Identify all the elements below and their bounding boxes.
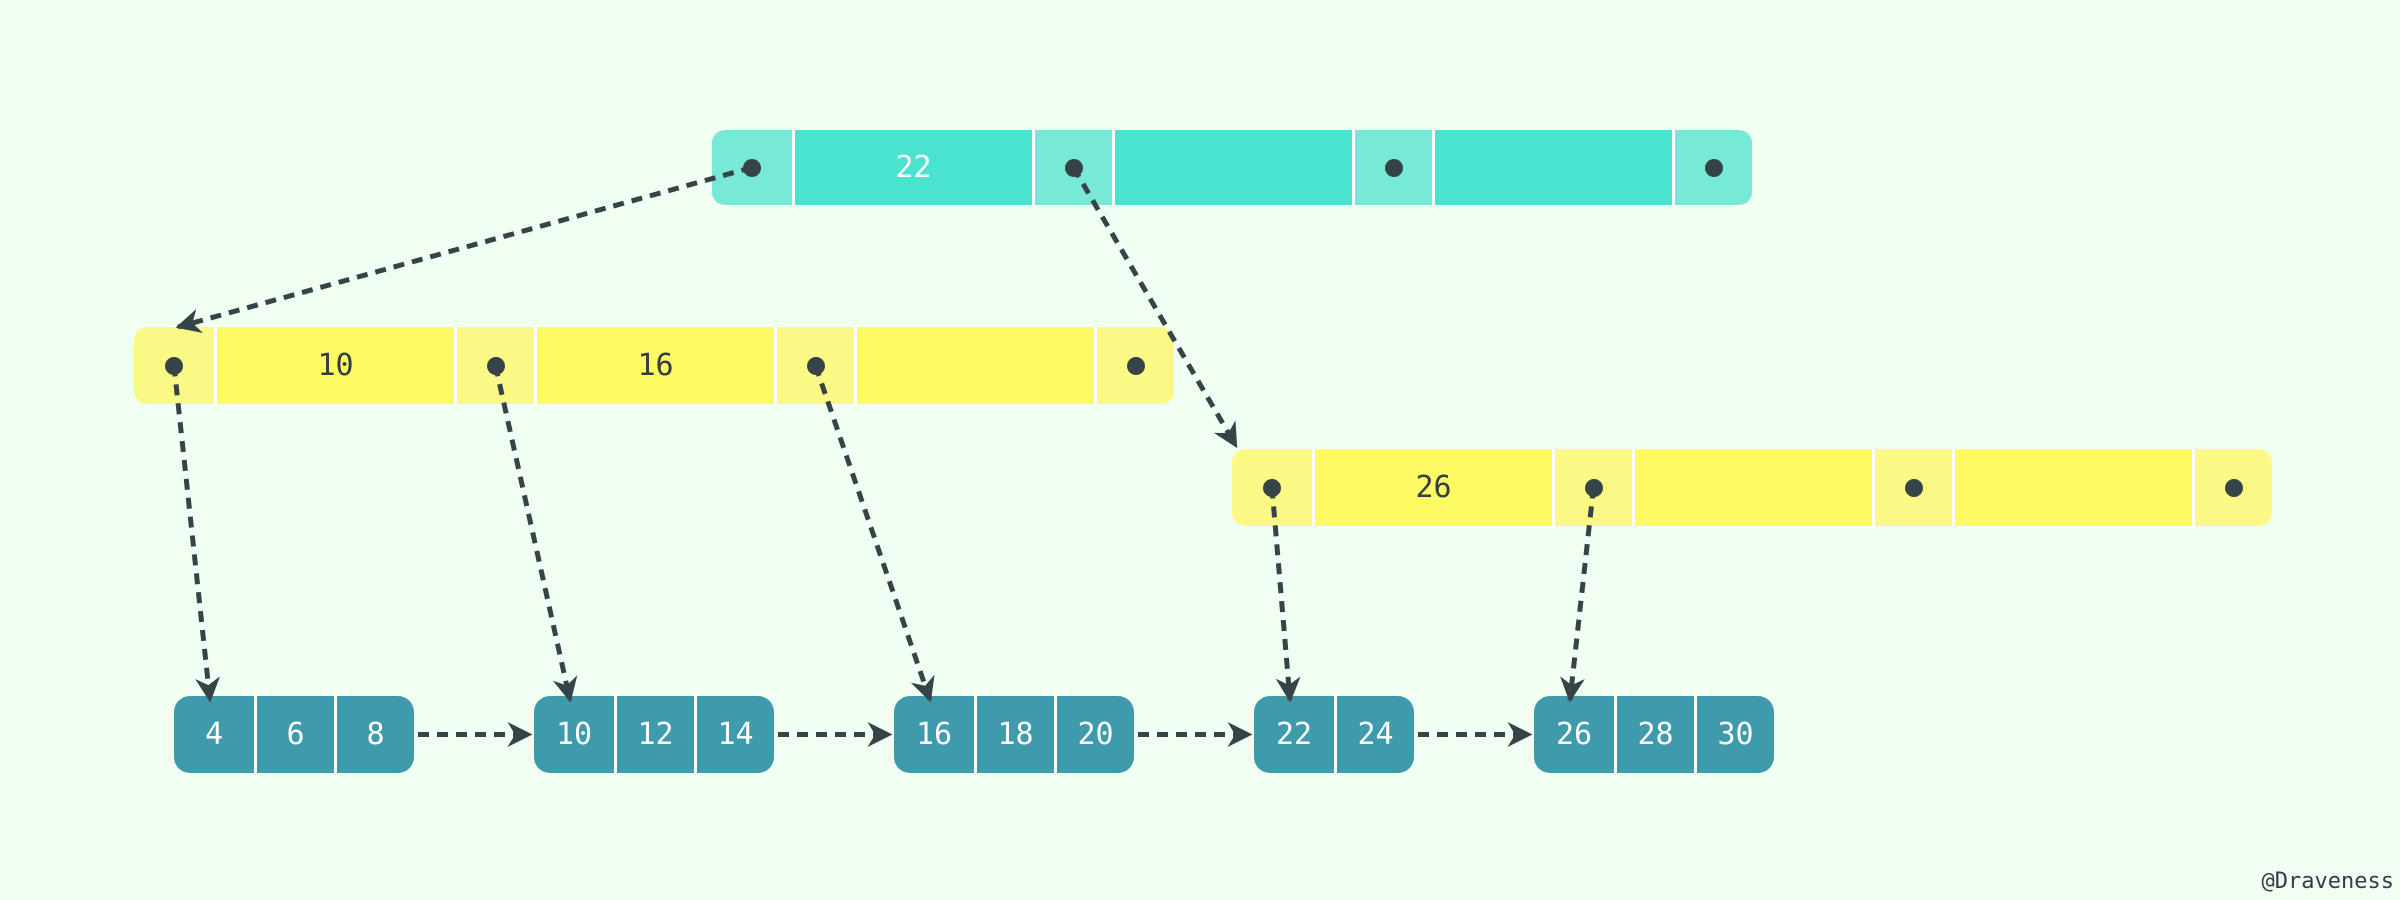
leaf-key: 22 bbox=[1254, 696, 1334, 773]
node-key bbox=[1432, 130, 1672, 205]
pointer-slot bbox=[1672, 130, 1752, 205]
leaf-key: 30 bbox=[1694, 696, 1774, 773]
tree-pointer-arrow bbox=[1071, 166, 1239, 449]
leaf-key: 14 bbox=[694, 696, 774, 773]
leaf-key: 4 bbox=[174, 696, 254, 773]
pointer-slot bbox=[1094, 327, 1174, 404]
pointer-dot-icon bbox=[1064, 158, 1083, 177]
node-key bbox=[1112, 130, 1352, 205]
pointer-dot-icon bbox=[1384, 158, 1403, 177]
pointer-slot bbox=[1552, 449, 1632, 526]
author-credit: @Draveness bbox=[2261, 869, 2394, 894]
leaf-key: 18 bbox=[974, 696, 1054, 773]
node-key: 22 bbox=[792, 130, 1032, 205]
pointer-dot-icon bbox=[1704, 158, 1723, 177]
node-key bbox=[1632, 449, 1872, 526]
pointer-slot bbox=[712, 130, 792, 205]
pointer-slot bbox=[2192, 449, 2272, 526]
internal-node: 26 bbox=[1232, 449, 2272, 526]
node-key bbox=[1952, 449, 2192, 526]
node-key: 26 bbox=[1312, 449, 1552, 526]
pointer-dot-icon bbox=[486, 356, 505, 375]
pointer-slot bbox=[1872, 449, 1952, 526]
tree-pointer-arrow bbox=[493, 364, 578, 703]
pointer-dot-icon bbox=[1126, 356, 1145, 375]
pointer-slot bbox=[134, 327, 214, 404]
leaf-key: 24 bbox=[1334, 696, 1414, 773]
leaf-key: 28 bbox=[1614, 696, 1694, 773]
node-key: 16 bbox=[534, 327, 774, 404]
pointer-dot-icon bbox=[743, 158, 761, 177]
pointer-slot bbox=[774, 327, 854, 404]
tree-pointer-arrow bbox=[171, 365, 221, 703]
pointer-dot-icon bbox=[165, 356, 183, 375]
node-key bbox=[854, 327, 1094, 404]
tree-pointer-arrow bbox=[813, 364, 935, 703]
pointer-dot-icon bbox=[1584, 478, 1603, 497]
pointer-slot bbox=[1232, 449, 1312, 526]
pointer-slot bbox=[454, 327, 534, 404]
pointer-dot-icon bbox=[1904, 478, 1923, 497]
pointer-dot-icon bbox=[806, 356, 825, 375]
root-node: 22 bbox=[712, 130, 1752, 205]
leaf-key: 6 bbox=[254, 696, 334, 773]
pointer-dot-icon bbox=[1263, 478, 1281, 497]
leaf-key: 26 bbox=[1534, 696, 1614, 773]
leaf-key: 8 bbox=[334, 696, 414, 773]
internal-node: 10 16 bbox=[134, 327, 1174, 404]
leaf-key: 10 bbox=[534, 696, 614, 773]
leaf-key: 12 bbox=[614, 696, 694, 773]
leaf-key: 20 bbox=[1054, 696, 1134, 773]
pointer-slot bbox=[1032, 130, 1112, 205]
tree-pointer-arrow bbox=[175, 165, 753, 334]
pointer-slot bbox=[1352, 130, 1432, 205]
pointer-dot-icon bbox=[2224, 478, 2243, 497]
node-key: 10 bbox=[214, 327, 454, 404]
leaf-key: 16 bbox=[894, 696, 974, 773]
